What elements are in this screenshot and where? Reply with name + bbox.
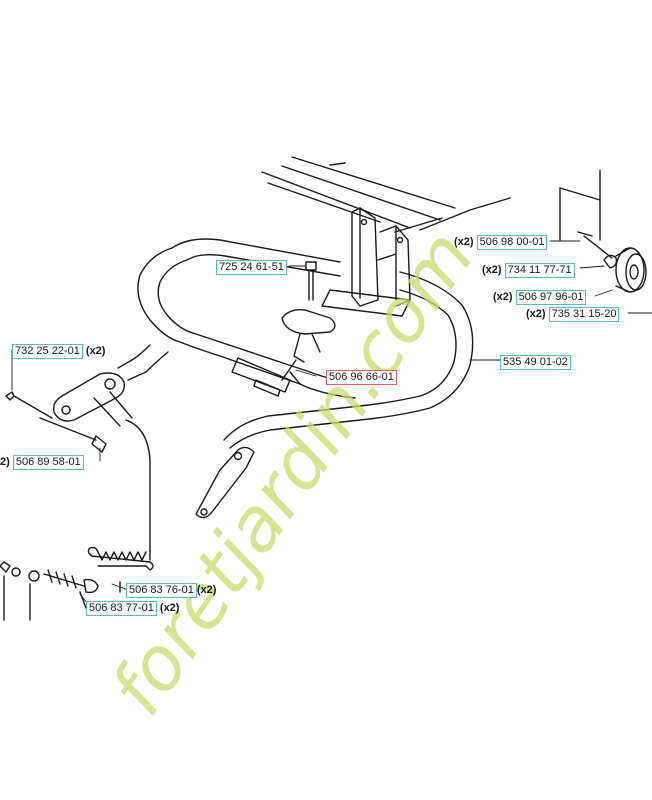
left-lever-arm bbox=[5, 372, 133, 453]
part-label-506-89-58-01: 2) 506 89 58-01 bbox=[0, 455, 84, 470]
quantity: (x2) bbox=[196, 584, 217, 596]
bottom-left-hardware bbox=[0, 561, 121, 621]
part-number[interactable]: 732 25 22-01 bbox=[12, 344, 83, 359]
part-label-506-96-66-01: 506 96 66-01 bbox=[326, 370, 397, 385]
center-bracket bbox=[321, 207, 411, 317]
quantity: 2) bbox=[0, 456, 10, 468]
part-number[interactable]: 506 98 00-01 bbox=[476, 235, 548, 250]
part-label-506-98-00-01: (x2) 506 98 00-01 bbox=[454, 235, 548, 250]
part-label-725-24-61-51: 725 24 61-51 bbox=[216, 260, 287, 275]
part-number[interactable]: 535 49 01-02 bbox=[500, 355, 571, 370]
part-label-506-97-96-01: (x2) 506 97 96-01 bbox=[493, 290, 587, 305]
part-label-732-25-22-01: 732 25 22-01 (x2) bbox=[12, 344, 105, 359]
part-number[interactable]: 734 11 77-71 bbox=[504, 263, 575, 278]
part-label-734-11-77-71: (x2) 734 11 77-71 bbox=[482, 263, 575, 278]
part-number-highlighted[interactable]: 506 96 66-01 bbox=[326, 370, 397, 385]
watermark-logo: foretjardin.com bbox=[94, 215, 491, 730]
part-label-735-31-15-20: (x2) 735 31 15-20 bbox=[526, 307, 620, 322]
tube-frame bbox=[117, 238, 474, 449]
part-label-535-49-01-02: 535 49 01-02 bbox=[500, 355, 571, 370]
quantity: (x2) bbox=[493, 291, 513, 303]
quantity: (x2) bbox=[482, 264, 502, 276]
lower-arm bbox=[195, 446, 255, 519]
part-label-506-83-76-01: 506 83 76-01(x2) bbox=[126, 583, 216, 598]
part-label-506-83-77-01: 506 83 77-01 (x2) bbox=[86, 601, 179, 616]
spring bbox=[87, 419, 154, 571]
watermark-text: foretjardin.com bbox=[94, 215, 491, 730]
part-number[interactable]: 506 83 76-01 bbox=[126, 583, 197, 598]
part-number[interactable]: 506 97 96-01 bbox=[515, 290, 587, 305]
frame-lines bbox=[261, 156, 511, 233]
part-number[interactable]: 506 89 58-01 bbox=[12, 455, 84, 470]
part-number[interactable]: 725 24 61-51 bbox=[216, 260, 287, 275]
pedal-linkage bbox=[231, 308, 336, 397]
quantity: (x2) bbox=[85, 345, 106, 357]
part-number[interactable]: 506 83 77-01 bbox=[86, 601, 157, 616]
part-number[interactable]: 735 31 15-20 bbox=[548, 307, 620, 322]
wheel-assembly bbox=[559, 169, 647, 293]
quantity: (x2) bbox=[454, 236, 474, 248]
bolt-725 bbox=[305, 261, 317, 301]
quantity: (x2) bbox=[159, 602, 180, 614]
quantity: (x2) bbox=[526, 308, 546, 320]
